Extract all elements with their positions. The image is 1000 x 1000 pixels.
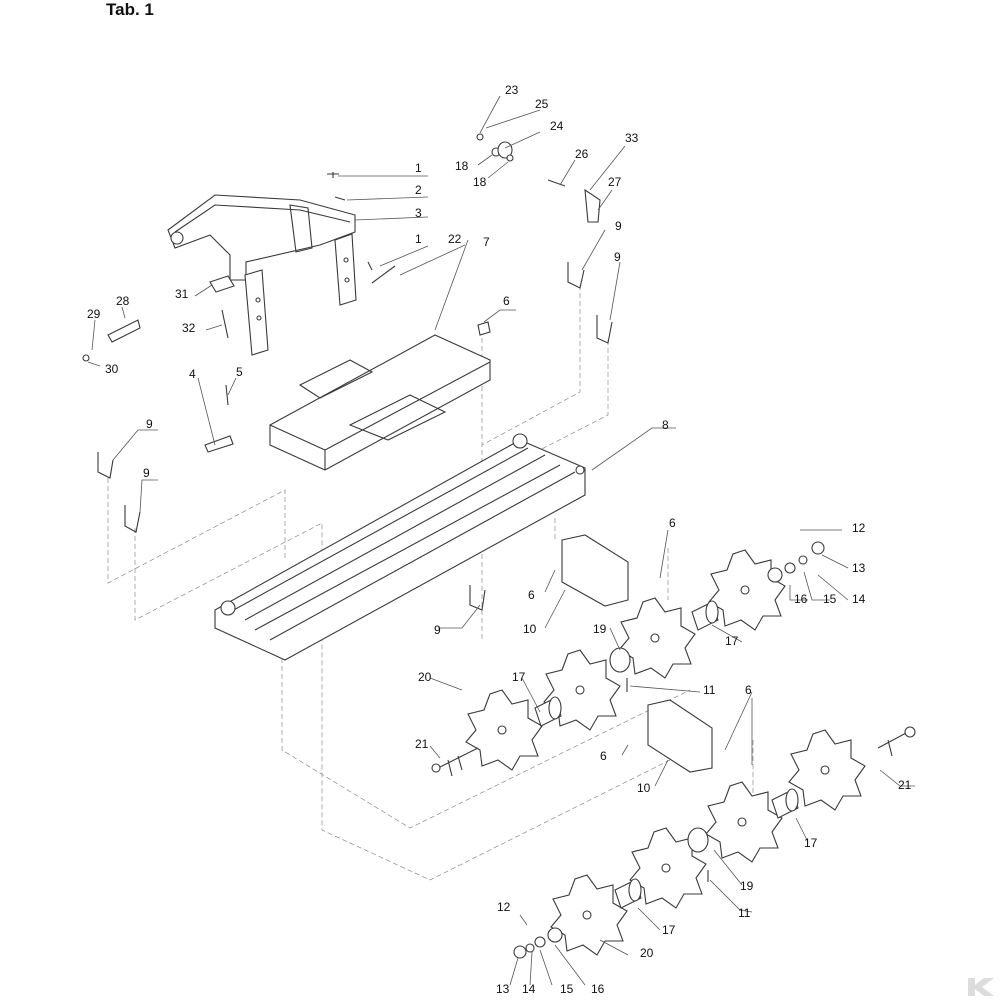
callout-24: 24 xyxy=(550,119,564,133)
callout-6: 6 xyxy=(669,516,676,530)
callout-13: 13 xyxy=(496,982,510,996)
callout-10: 10 xyxy=(637,781,651,795)
callout-21: 21 xyxy=(898,778,912,792)
callout-3: 3 xyxy=(415,206,422,220)
spike-disc-assembly xyxy=(431,541,916,959)
spike-disc xyxy=(543,649,621,731)
spike-disc xyxy=(705,781,783,863)
callout-23: 23 xyxy=(505,83,519,97)
callout-16: 16 xyxy=(794,592,808,606)
callout-19: 19 xyxy=(593,622,607,636)
callout-7: 7 xyxy=(483,235,490,249)
top-hardware xyxy=(82,133,601,453)
callout-6: 6 xyxy=(745,683,752,697)
callout-labels: 1 2 3 1 22 7 23 25 24 18 18 26 33 27 9 9… xyxy=(87,83,912,996)
callout-17: 17 xyxy=(804,836,818,850)
u-bolts xyxy=(97,262,613,611)
callout-21: 21 xyxy=(415,737,429,751)
callout-31: 31 xyxy=(175,287,189,301)
callout-16: 16 xyxy=(591,982,605,996)
spike-disc xyxy=(708,549,786,631)
callout-13: 13 xyxy=(852,561,866,575)
callout-9: 9 xyxy=(614,250,621,264)
callout-32: 32 xyxy=(182,321,196,335)
callout-30: 30 xyxy=(105,362,119,376)
callout-15: 15 xyxy=(560,982,574,996)
callout-9: 9 xyxy=(434,623,441,637)
callout-8: 8 xyxy=(662,418,669,432)
callout-27: 27 xyxy=(608,175,622,189)
callout-25: 25 xyxy=(535,97,549,111)
callout-20: 20 xyxy=(640,946,654,960)
callout-12: 12 xyxy=(497,900,511,914)
center-beam xyxy=(269,334,491,471)
callout-11: 11 xyxy=(738,906,751,920)
spike-disc xyxy=(550,874,628,956)
callout-11: 11 xyxy=(703,683,716,697)
callout-4: 4 xyxy=(189,367,196,381)
callout-18: 18 xyxy=(455,159,469,173)
spike-disc xyxy=(629,827,707,909)
callout-19: 19 xyxy=(740,879,754,893)
callout-17: 17 xyxy=(512,670,526,684)
callout-6: 6 xyxy=(503,294,510,308)
callout-9: 9 xyxy=(615,219,622,233)
callout-6: 6 xyxy=(600,749,607,763)
callout-26: 26 xyxy=(575,147,589,161)
callout-9: 9 xyxy=(143,466,150,480)
callout-12: 12 xyxy=(852,521,866,535)
callout-6: 6 xyxy=(528,588,535,602)
mounting-brackets xyxy=(561,534,713,773)
callout-5: 5 xyxy=(236,365,243,379)
main-tool-frame xyxy=(214,433,586,661)
brand-k-icon xyxy=(968,978,994,996)
callout-18: 18 xyxy=(473,175,487,189)
hitch-frame xyxy=(167,194,357,356)
spike-disc xyxy=(618,597,696,679)
page-title: Tab. 1 xyxy=(106,0,154,19)
callout-14: 14 xyxy=(522,982,536,996)
callout-9: 9 xyxy=(146,417,153,431)
callout-15: 15 xyxy=(823,592,837,606)
spike-disc xyxy=(788,729,866,811)
callout-17: 17 xyxy=(725,634,739,648)
callout-22: 22 xyxy=(448,232,462,246)
callout-29: 29 xyxy=(87,307,101,321)
callout-20: 20 xyxy=(418,670,432,684)
callout-28: 28 xyxy=(116,294,130,308)
leader-lines xyxy=(87,95,915,986)
callout-1: 1 xyxy=(415,232,422,246)
spike-disc xyxy=(465,689,543,771)
callout-2: 2 xyxy=(415,183,422,197)
callout-17: 17 xyxy=(662,923,676,937)
callout-10: 10 xyxy=(523,622,537,636)
callout-1: 1 xyxy=(415,161,422,175)
callout-33: 33 xyxy=(625,131,639,145)
callout-14: 14 xyxy=(852,592,866,606)
